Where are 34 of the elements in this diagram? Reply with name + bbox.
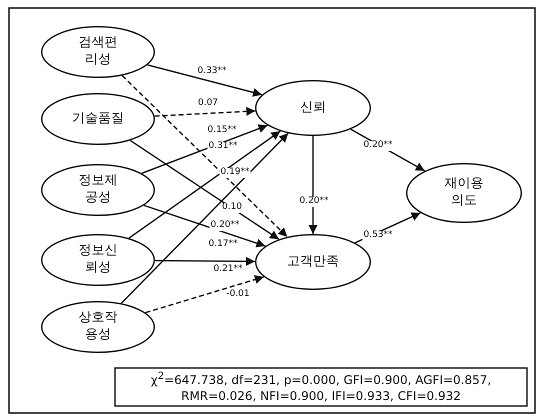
path-arrow	[154, 256, 256, 266]
construct-label: 고객만족	[287, 254, 339, 270]
construct-ellipse	[41, 93, 155, 145]
path-arrow	[145, 275, 264, 314]
construct-ellipse	[255, 80, 371, 136]
construct-label: 정보신뢰성	[78, 243, 118, 277]
fit-statistics-text: χ$^{2}$=647.738, df=231, p=0.000, GFI=0.900, AGFI=0.857, RMR=0.026, NFI=0.900, IFI=0.933, CFI=0.932	[150, 370, 492, 404]
construct-ellipse	[406, 163, 522, 223]
path-coefficient: 0.19**	[219, 168, 251, 178]
path-coefficient: 0.10	[220, 203, 244, 213]
path-coefficient: 0.20**	[362, 141, 394, 151]
path-coefficient: 0.53**	[362, 231, 394, 241]
construct-ellipse	[41, 26, 155, 78]
construct-ellipse	[41, 234, 155, 286]
path-arrow	[120, 132, 289, 304]
construct-label: 신뢰	[300, 100, 326, 116]
path-arrow	[122, 75, 288, 238]
path-coefficient: 0.31**	[207, 142, 239, 152]
construct-label: 재이용 의도	[444, 176, 484, 210]
construct-label: 검색편리성	[78, 35, 118, 69]
construct-ellipse	[41, 164, 155, 216]
fit-statistics-box	[115, 368, 527, 406]
path-arrow	[308, 136, 318, 234]
construct-label: 상호작용성	[78, 310, 118, 344]
path-arrow	[144, 204, 266, 248]
construct-label: 기술품질	[72, 110, 124, 128]
path-coefficient: 0.20**	[209, 221, 241, 231]
path-arrow	[141, 124, 268, 174]
construct-ellipse	[41, 301, 155, 353]
construct-label: 정보제공성	[78, 173, 118, 207]
path-arrow	[154, 106, 256, 117]
path-coefficient: 0.20**	[298, 197, 330, 207]
path-coefficient: 0.33**	[196, 67, 228, 77]
path-arrow	[147, 64, 262, 97]
